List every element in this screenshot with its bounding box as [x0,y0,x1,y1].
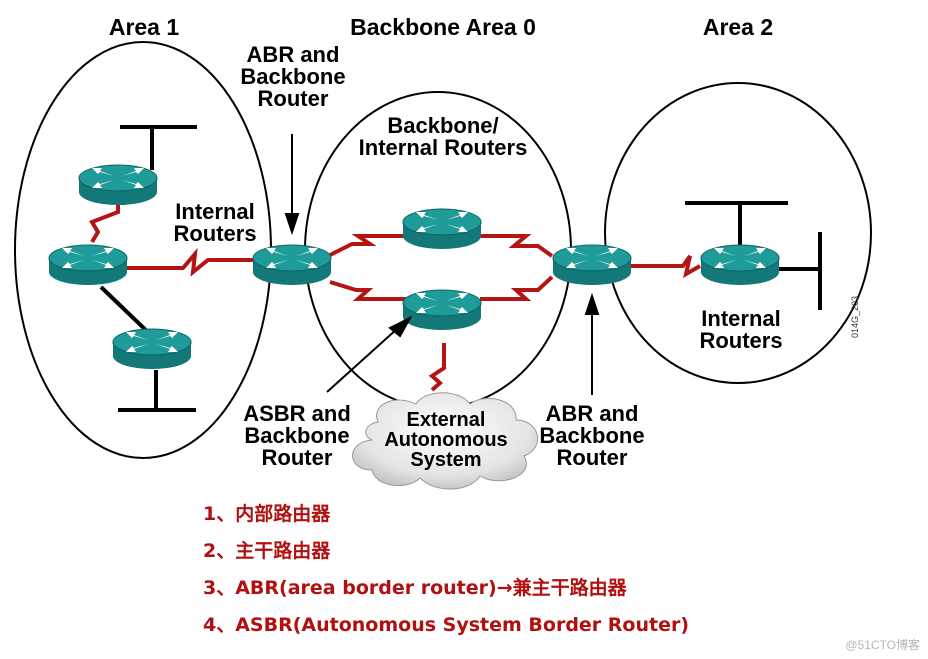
external-as-line1: External [406,409,486,431]
watermark: @51CTO博客 [845,638,920,652]
abr-top-line2: Backbone [240,64,346,89]
abr-top-line1: ABR and [246,42,340,67]
external-as-cloud [352,392,539,490]
label-arrows [284,134,600,395]
backbone-title: Backbone Area 0 [350,14,536,40]
abr-top-line3: Router [257,86,329,111]
internal-routers-left-label: Internal Routers [160,201,270,245]
area2-title: Area 2 [702,14,774,40]
abr-bottom-line3: Router [556,445,628,470]
abr-bottom-line2: Backbone [539,423,645,448]
asbr-label: ASBR and Backbone Router [222,403,372,469]
asbr-line2: Backbone [244,423,350,448]
backbone-internal-line1: Backbone/ [387,113,499,138]
note-item: 1、内部路由器 [203,503,331,525]
abr-bottom-line1: ABR and [545,401,639,426]
area2-ellipse [604,82,872,384]
external-as-line2: Autonomous [384,429,508,451]
note-item: 2、主干路由器 [203,540,331,562]
internal-left-line1: Internal [175,199,255,224]
router-area1-top [78,164,158,206]
abr-top-label: ABR and Backbone Router [223,44,363,110]
figure-code: 014G_203 [850,295,860,338]
abr-bottom-label: ABR and Backbone Router [522,403,662,469]
router-abr-right [552,244,632,286]
note-item: 3、ABR(area border router)→兼主干路由器 [203,577,627,599]
internal-right-line2: Routers [699,328,783,353]
lan-segments [99,125,822,412]
router-area2 [700,244,780,286]
area1-title: Area 1 [108,14,180,40]
external-as-label: External Autonomous System [372,410,520,470]
asbr-line3: Router [261,445,333,470]
serial-links [89,195,701,392]
internal-routers-right-label: Internal Routers [684,308,798,352]
router-area1-bottom [112,328,192,370]
router-asbr [402,289,482,331]
router-abr-left [252,244,332,286]
note-item: 4、ASBR(Autonomous System Border Router) [203,614,690,636]
external-as-line3: System [410,449,482,471]
router-backbone-top [402,208,482,250]
backbone-internal-label: Backbone/ Internal Routers [330,115,556,159]
asbr-line1: ASBR and [243,401,351,426]
internal-right-line1: Internal [701,306,781,331]
backbone-internal-line2: Internal Routers [358,135,528,160]
router-area1-middle [48,244,128,286]
internal-left-line2: Routers [173,221,257,246]
notes-list: 1、内部路由器 2、主干路由器 3、ABR(area border router… [203,500,689,648]
